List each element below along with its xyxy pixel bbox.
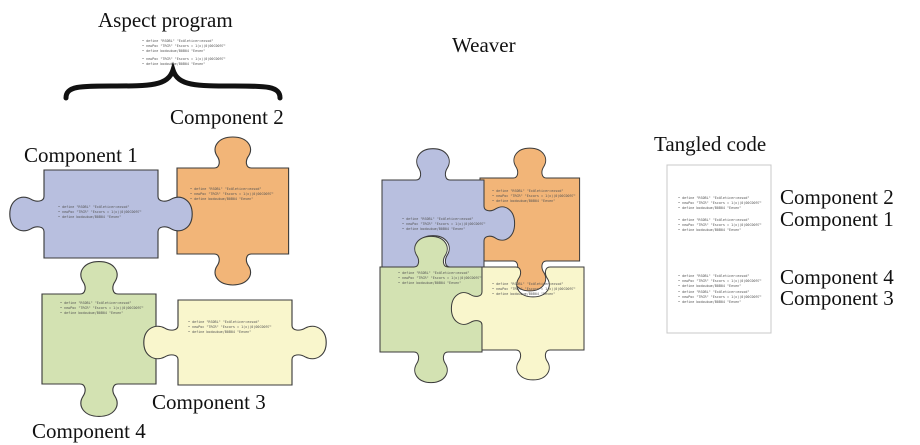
svg-text:• newPoc "TRCR" "Escors = 1(x): • newPoc "TRCR" "Escors = 1(x)(0)00C0097… bbox=[190, 192, 274, 196]
tangled-component-labels: Component 2 Component 1 Component 4 Comp… bbox=[780, 185, 894, 310]
svg-text:• newPoc "TRCR" "Escors = 1(x): • newPoc "TRCR" "Escors = 1(x)(0)00C0097… bbox=[142, 57, 226, 61]
woven-code: • define "RS0BL" "Exäleticer=exsod" • ne… bbox=[398, 189, 576, 296]
svg-text:• newPoc "TRCR" "Escors = 1(x): • newPoc "TRCR" "Escors = 1(x)(0)00C0097… bbox=[58, 210, 142, 214]
tangled-code-label: Tangled code bbox=[654, 132, 766, 156]
component-3-code: • define "RS0BL" "Exäleticer=exsod" • ne… bbox=[188, 320, 272, 334]
svg-text:• define bodoubue/B0B04 "Eeven: • define bodoubue/B0B04 "Eeven" bbox=[188, 330, 251, 334]
svg-text:• define bodoubue/B0B04 "Eeven: • define bodoubue/B0B04 "Eeven" bbox=[678, 228, 741, 232]
svg-text:• newPoc "TRCR" "Escors = 1(x): • newPoc "TRCR" "Escors = 1(x)(0)00C0097… bbox=[678, 223, 762, 227]
svg-text:• define "RS0BL" "Exäleticer=e: • define "RS0BL" "Exäleticer=exsod" bbox=[492, 282, 563, 286]
svg-text:• define bodoubue/B0B04 "Eeven: • define bodoubue/B0B04 "Eeven" bbox=[398, 281, 461, 285]
component-2-code: • define "RS0BL" "Exäleticer=exsod" • ne… bbox=[190, 187, 274, 201]
svg-text:• define bodoubue/B0B04 "Eeven: • define bodoubue/B0B04 "Eeven" bbox=[402, 227, 465, 231]
tangled-label-component-1: Component 1 bbox=[780, 207, 894, 231]
svg-text:• newPoc "TRCR" "Escors = 1(x): • newPoc "TRCR" "Escors = 1(x)(0)00C0097… bbox=[678, 295, 762, 299]
svg-text:• newPoc "TRCR" "Escors = 1(x): • newPoc "TRCR" "Escors = 1(x)(0)00C0097… bbox=[398, 276, 482, 280]
svg-text:• define "RS0BL" "Exäleticer=e: • define "RS0BL" "Exäleticer=exsod" bbox=[398, 271, 469, 275]
svg-text:• define bodoubue/B0B04 "Eeven: • define bodoubue/B0B04 "Eeven" bbox=[678, 284, 741, 288]
svg-text:• define bodoubue/B0B04 "Eeven: • define bodoubue/B0B04 "Eeven" bbox=[492, 199, 555, 203]
svg-text:• newPoc "TRCR" "Escors = 1(x): • newPoc "TRCR" "Escors = 1(x)(0)00C0097… bbox=[402, 222, 486, 226]
svg-text:• newPoc "TRCR" "Escors = 1(x): • newPoc "TRCR" "Escors = 1(x)(0)00C0097… bbox=[188, 325, 272, 329]
component-1-label: Component 1 bbox=[24, 143, 138, 167]
component-1-code: • define "RS0BL" "Exäleticer=exsod" • ne… bbox=[58, 205, 142, 219]
svg-text:• define "RS0BL" "Exäleticer=e: • define "RS0BL" "Exäleticer=exsod" bbox=[678, 274, 749, 278]
svg-text:• newPoc "TRCR" "Escors = 1(x): • newPoc "TRCR" "Escors = 1(x)(0)00C0097… bbox=[142, 44, 226, 48]
svg-text:• newPoc "TRCR" "Escors = 1(x): • newPoc "TRCR" "Escors = 1(x)(0)00C0097… bbox=[678, 201, 762, 205]
svg-text:• define "RS0BL" "Exäleticer=e: • define "RS0BL" "Exäleticer=exsod" bbox=[402, 217, 473, 221]
svg-text:• newPoc "TRCR" "Escors = 1(x): • newPoc "TRCR" "Escors = 1(x)(0)00C0097… bbox=[492, 194, 576, 198]
svg-text:• newPoc "TRCR" "Escors = 1(x): • newPoc "TRCR" "Escors = 1(x)(0)00C0097… bbox=[678, 279, 762, 283]
component-2-piece bbox=[176, 136, 290, 286]
svg-text:• define "RS0BL" "Exäleticer=e: • define "RS0BL" "Exäleticer=exsod" bbox=[58, 205, 129, 209]
component-4-code: • define "RS0BL" "Exäleticer=exsod" • ne… bbox=[60, 301, 144, 315]
tangled-code-document bbox=[666, 164, 772, 334]
svg-text:• define "RS0BL" "Exäleticer=e: • define "RS0BL" "Exäleticer=exsod" bbox=[188, 320, 259, 324]
component-3-label: Component 3 bbox=[152, 390, 266, 414]
component-4-label: Component 4 bbox=[32, 419, 146, 443]
svg-text:• newPoc "TRCR" "Escors = 1(x): • newPoc "TRCR" "Escors = 1(x)(0)00C0097… bbox=[60, 306, 144, 310]
svg-text:• define bodoubue/B0B04 "Eeven: • define bodoubue/B0B04 "Eeven" bbox=[58, 215, 121, 219]
component-1-piece bbox=[9, 169, 193, 259]
svg-text:• define "RS0BL" "Exäleticer=e: • define "RS0BL" "Exäleticer=exsod" bbox=[678, 196, 749, 200]
svg-text:• define bodoubue/B0B04 "Eeven: • define bodoubue/B0B04 "Eeven" bbox=[678, 206, 741, 210]
aspect-brace bbox=[63, 61, 283, 101]
tangled-code-lines: • define "RS0BL" "Exäleticer=exsod" • ne… bbox=[678, 196, 762, 304]
svg-text:• newPoc "TRCR" "Escors = 1(x): • newPoc "TRCR" "Escors = 1(x)(0)00C0097… bbox=[492, 287, 576, 291]
svg-text:• define bodoubue/B0B04 "Eeven: • define bodoubue/B0B04 "Eeven" bbox=[190, 197, 253, 201]
svg-text:• define "RS0BL" "Exäleticer=e: • define "RS0BL" "Exäleticer=exsod" bbox=[678, 218, 749, 222]
tangled-label-component-2: Component 2 bbox=[780, 185, 894, 209]
component-4-piece bbox=[41, 261, 157, 417]
svg-text:• define bodoubue/B0B04 "Eeven: • define bodoubue/B0B04 "Eeven" bbox=[142, 49, 205, 53]
svg-text:• define bodoubue/B0B04 "Eeven: • define bodoubue/B0B04 "Eeven" bbox=[60, 311, 123, 315]
svg-text:• define bodoubue/B0B04 "Eeven: • define bodoubue/B0B04 "Eeven" bbox=[678, 300, 741, 304]
svg-text:• define "RS0BL" "Exäleticer=e: • define "RS0BL" "Exäleticer=exsod" bbox=[678, 290, 749, 294]
svg-text:• define "RS0BL" "Exäleticer=e: • define "RS0BL" "Exäleticer=exsod" bbox=[60, 301, 131, 305]
component-2-label: Component 2 bbox=[170, 105, 284, 129]
tangled-label-component-4: Component 4 bbox=[780, 265, 894, 289]
component-3-piece bbox=[143, 299, 327, 386]
svg-text:• define "RS0BL" "Exäleticer=e: • define "RS0BL" "Exäleticer=exsod" bbox=[492, 189, 563, 193]
aspect-program-code: • define "RS0BL" "Exäleticer=exsod" • ne… bbox=[142, 39, 226, 66]
svg-text:• define bodoubue/B0B04 "Eeven: • define bodoubue/B0B04 "Eeven" bbox=[492, 292, 555, 296]
aspect-program-label: Aspect program bbox=[98, 8, 233, 32]
svg-text:• define "RS0BL" "Exäleticer=e: • define "RS0BL" "Exäleticer=exsod" bbox=[142, 39, 213, 43]
svg-text:• define "RS0BL" "Exäleticer=e: • define "RS0BL" "Exäleticer=exsod" bbox=[190, 187, 261, 191]
weaver-label: Weaver bbox=[452, 33, 516, 57]
tangled-label-component-3: Component 3 bbox=[780, 286, 894, 310]
